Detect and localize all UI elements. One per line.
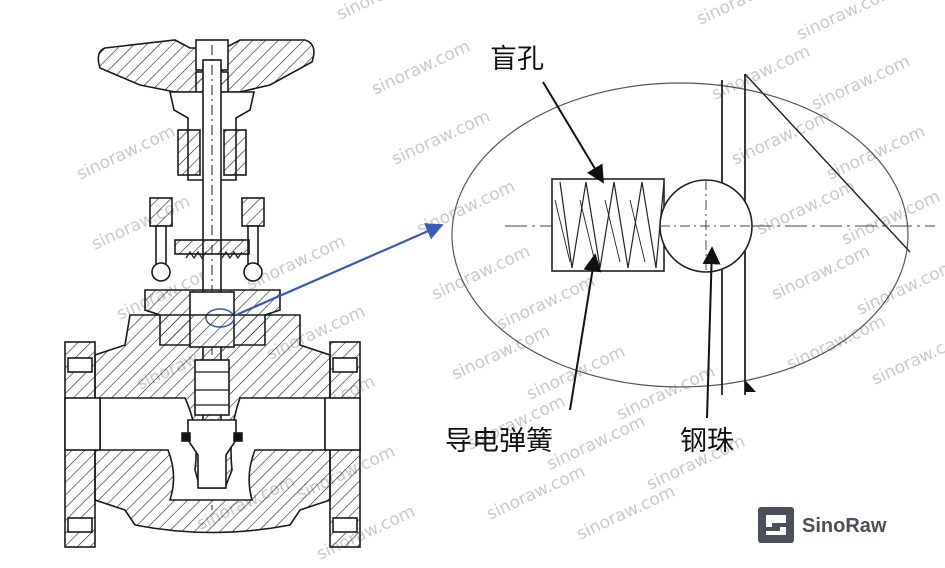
watermark-text: sinoraw.com	[74, 122, 179, 185]
watermark-text: sinoraw.com	[869, 327, 945, 390]
callout-arrow	[235, 223, 444, 317]
leader-spring	[569, 253, 602, 411]
gland-bolt-left	[149, 197, 173, 282]
valve-cross-section	[64, 39, 361, 548]
watermark-text: sinoraw.com	[854, 257, 945, 320]
watermark-text: sinoraw.com	[484, 462, 589, 525]
watermark-text: sinoraw.com	[244, 232, 349, 295]
label-blind-hole: 盲孔	[490, 44, 544, 75]
valve-disc	[187, 419, 237, 489]
watermark-text: sinoraw.com	[694, 0, 799, 30]
leader-blind-hole	[542, 81, 604, 184]
leader-ball	[702, 246, 721, 419]
watermark-text: sinoraw.com	[769, 242, 874, 305]
stem-nut	[194, 359, 230, 416]
watermark-text: sinoraw.com	[794, 0, 899, 45]
watermark-text: sinoraw.com	[389, 107, 494, 170]
watermark-text: sinoraw.com	[334, 0, 439, 25]
watermark-text: sinoraw.com	[809, 52, 914, 115]
detail-view: 盲孔 导电弹簧 钢珠	[445, 44, 935, 457]
conductive-spring	[559, 181, 665, 269]
watermark-text: sinoraw.com	[544, 412, 649, 475]
gland-bolt-right	[241, 197, 265, 282]
detail-circle	[451, 82, 909, 388]
packing-gland	[177, 129, 201, 176]
watermark-text: sinoraw.com	[429, 242, 534, 305]
sinoraw-logo-icon	[758, 507, 794, 543]
watermark-text: sinoraw.com	[369, 37, 474, 100]
label-conductive-spring: 导电弹簧	[445, 426, 553, 457]
brand-name: SinoRaw	[802, 515, 887, 537]
gland-flange	[174, 239, 250, 255]
watermark-text: sinoraw.com	[709, 42, 814, 105]
brand-logo: SinoRaw	[758, 507, 887, 543]
label-steel-ball: 钢珠	[680, 426, 734, 457]
watermark-text: sinoraw.com	[614, 362, 719, 425]
watermark-text: sinoraw.com	[574, 482, 679, 545]
